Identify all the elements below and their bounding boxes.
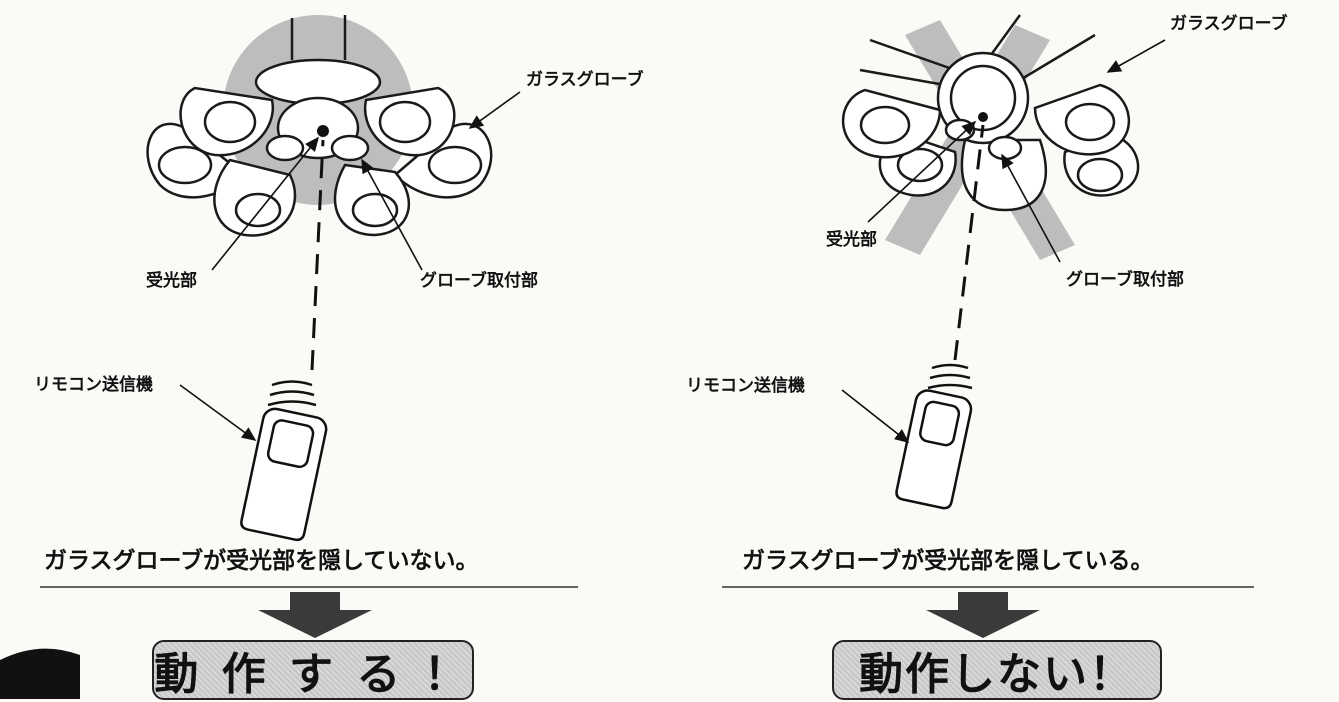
right-receiver-leader — [867, 120, 977, 223]
left-down-arrow — [258, 592, 372, 638]
right-remote-label: リモコン送信機 — [686, 376, 805, 396]
corner-shape — [0, 648, 80, 699]
right-mount-leader — [1001, 153, 1061, 263]
left-glass-globe-label: ガラスグローブ — [526, 70, 644, 90]
left-globe-top-left — [179, 86, 275, 157]
left-caption: ガラスグローブが受光部を隠していない。 — [44, 548, 479, 574]
left-remote-label: リモコン送信機 — [34, 375, 153, 395]
left-mount-leader — [361, 158, 423, 271]
left-globe-front-left — [213, 158, 297, 237]
right-caption: ガラスグローブが受光部を隠している。 — [742, 548, 1154, 574]
right-glass-globe-label: ガラスグローブ — [1170, 14, 1288, 34]
right-signal-beam — [953, 124, 985, 361]
right-receiver-dot — [978, 112, 988, 122]
right-globe-right — [1033, 83, 1131, 156]
right-globe-mount-label: グローブ取付部 — [1066, 270, 1184, 290]
left-signal-waves — [267, 380, 317, 407]
left-signal-beam — [310, 139, 325, 371]
left-globe-top-right — [363, 86, 456, 157]
right-fixture — [841, 14, 1140, 260]
right-receiver-label: 受光部 — [826, 230, 877, 250]
left-globe-front-right — [333, 163, 411, 237]
left-receiver-label: 受光部 — [146, 271, 197, 291]
right-result-box: 動作しない！ — [832, 640, 1162, 700]
left-globe-mount-label: グローブ取付部 — [420, 271, 538, 291]
right-glass-leader — [1106, 39, 1166, 73]
right-remote-leader — [841, 389, 910, 443]
right-down-arrow — [926, 592, 1040, 638]
right-signal-waves — [927, 363, 973, 390]
right-remote — [895, 389, 973, 510]
left-fixture — [146, 15, 493, 237]
right-globe-front — [960, 138, 1048, 212]
right-globe-left — [841, 88, 942, 159]
left-result-box: 動 作 す る ！ — [152, 640, 474, 700]
left-receiver-leader — [211, 136, 320, 271]
left-remote — [240, 407, 328, 542]
left-receiver-dot — [317, 125, 329, 137]
left-remote-leader — [179, 384, 257, 441]
left-glass-leader — [468, 91, 521, 129]
